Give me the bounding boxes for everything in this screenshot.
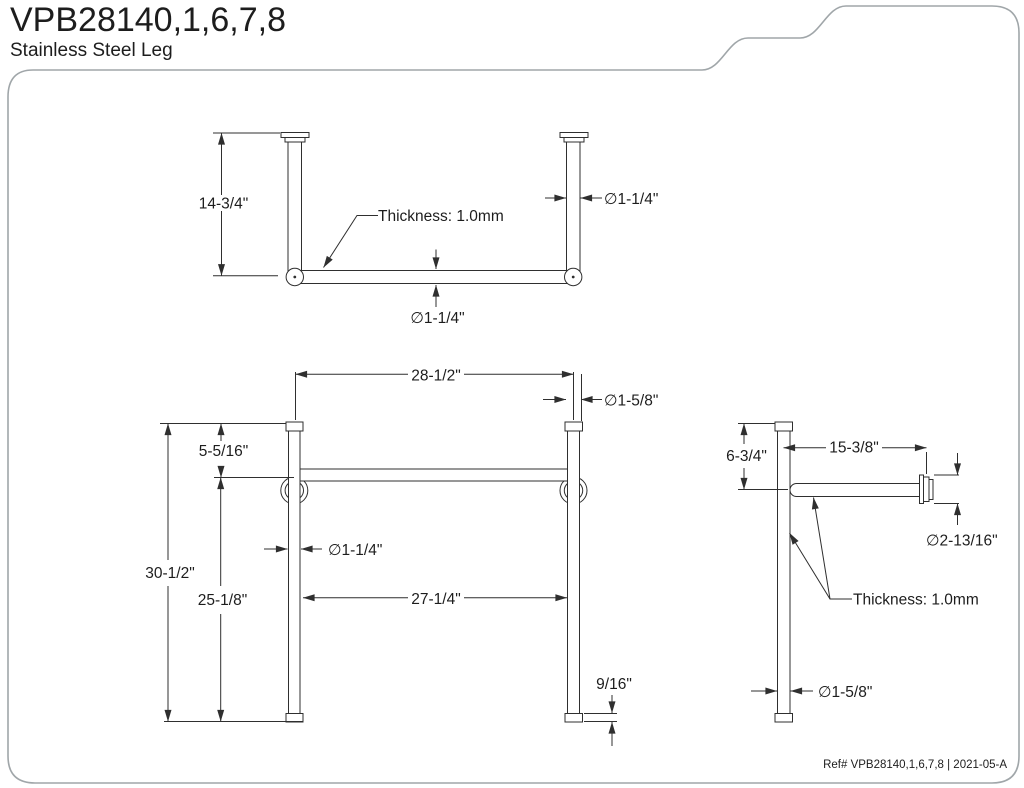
page-subtitle: Stainless Steel Leg (10, 40, 173, 61)
dim-front-leg-height: 25-1/8" (198, 592, 247, 609)
front-view: 28-1/2" ∅1-5/8" 5-5/16" 30-1/2" 25-1/8" … (145, 368, 658, 746)
dim-top-bar-dia: ∅1-1/4" (410, 310, 464, 327)
dim-front-width: 28-1/2" (411, 368, 460, 385)
reference-note: Ref# VPB28140,1,6,7,8 | 2021-05-A (823, 759, 1007, 771)
dim-side-flange-dia: ∅2-13/16" (926, 533, 998, 550)
dim-front-top-offset: 5-5/16" (199, 443, 248, 460)
side-view: 6-3/4" 15-3/8" ∅2-13/16" Thickness: 1.0m… (726, 421, 998, 723)
dim-front-inner-span: 27-1/4" (411, 591, 460, 608)
dim-side-arm-length: 15-3/8" (829, 440, 878, 457)
dim-side-leg-dia: ∅1-5/8" (818, 684, 872, 701)
dim-side-top-offset: 6-3/4" (726, 448, 767, 465)
note-top-thickness: Thickness: 1.0mm (378, 208, 504, 225)
title-block: VPB28140,1,6,7,8 Stainless Steel Leg (10, 0, 286, 62)
note-side-thickness: Thickness: 1.0mm (853, 592, 979, 609)
sheet-border (7, 5, 1020, 784)
top-view: 14-3/4" Thickness: 1.0mm ∅1-1/4" ∅1-1/4" (199, 132, 658, 327)
dim-front-cap-dia: ∅1-5/8" (604, 393, 658, 410)
dim-top-height: 14-3/4" (199, 196, 248, 213)
dim-front-leg-dia: ∅1-1/4" (328, 542, 382, 559)
dim-top-tube-dia: ∅1-1/4" (604, 191, 658, 208)
dim-front-overall-height: 30-1/2" (145, 565, 194, 582)
page-title: VPB28140,1,6,7,8 (10, 1, 287, 39)
dim-front-foot-height: 9/16" (596, 676, 632, 693)
